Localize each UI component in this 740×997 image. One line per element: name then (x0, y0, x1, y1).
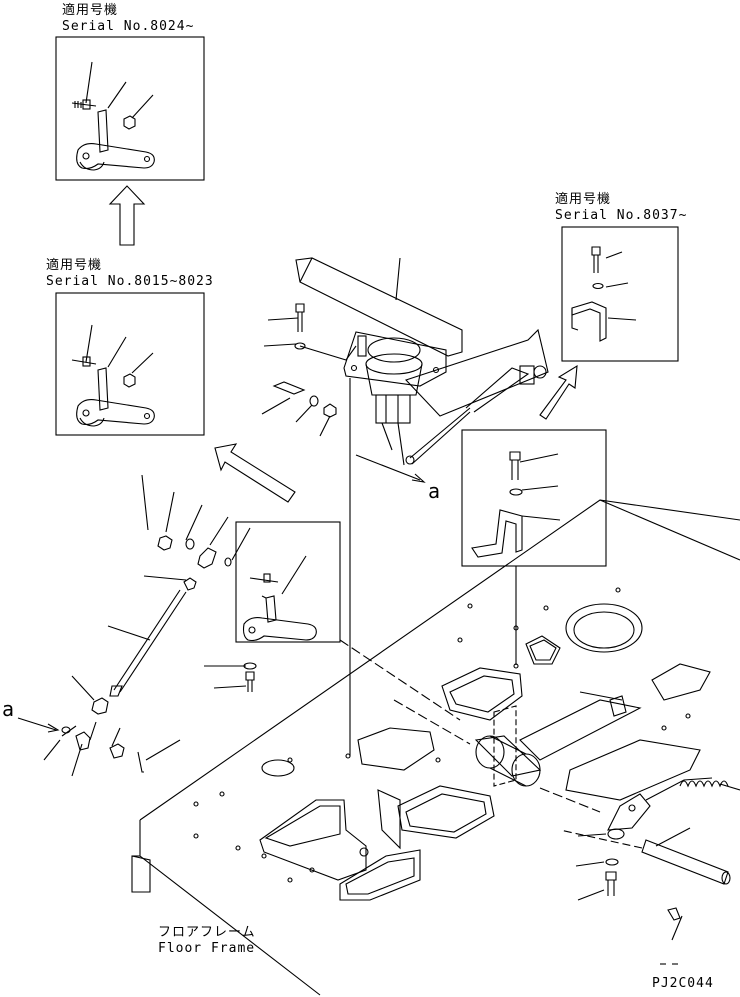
applicable-machines-label-mid: 適用号機 (46, 258, 103, 273)
diagonal-arrow-right (539, 364, 578, 420)
inset-bracket-center (461, 429, 607, 665)
serial-8015-8023-label: Serial No.8015~8023 (46, 274, 214, 289)
inset-serial-8024 (55, 36, 205, 181)
applicable-machines-label-right: 適用号機 (555, 192, 612, 207)
inset-lever (235, 521, 461, 721)
drawing-code: PJ2C044 (652, 976, 714, 991)
serial-8037-label: Serial No.8037~ (555, 208, 688, 223)
floor-frame-jp-label: フロアフレーム (158, 925, 256, 940)
inset-serial-8015-8023 (55, 292, 205, 436)
floor-frame-en-label: Floor Frame (158, 941, 256, 956)
pedal-assembly (261, 257, 549, 756)
serial-8024-label: Serial No.8024~ (62, 19, 195, 34)
applicable-machines-label-top: 適用号機 (62, 3, 119, 18)
rod-assembly (17, 474, 257, 777)
inset-serial-8037 (561, 226, 679, 362)
diagonal-arrow-left (214, 443, 296, 503)
view-a-label-right: a (428, 479, 442, 503)
up-arrow (108, 185, 146, 246)
floor-frame (131, 499, 740, 996)
view-a-label-left: a (2, 697, 16, 721)
